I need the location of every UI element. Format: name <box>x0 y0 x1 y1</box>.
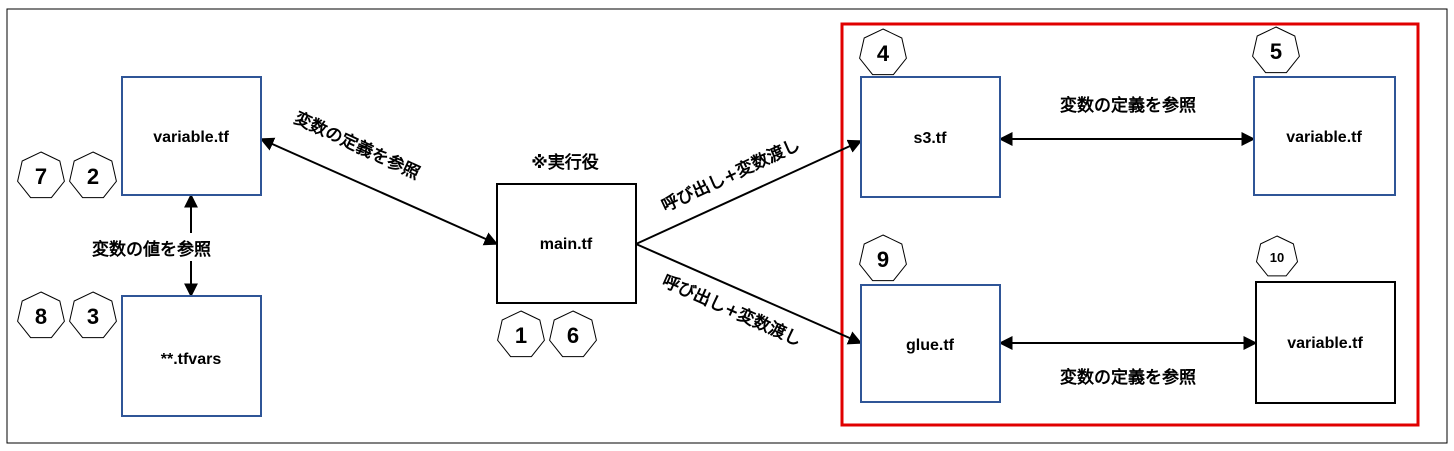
variable-box-left <box>121 76 262 196</box>
arrow-main-glue <box>635 243 863 345</box>
glue-box <box>860 284 1001 403</box>
main-box <box>496 183 637 304</box>
edge-label-variable-tfvars: 変数の値を参照 <box>92 239 211 260</box>
svg-text:9: 9 <box>877 247 889 272</box>
module-highlight-frame <box>840 22 1420 427</box>
svg-text:3: 3 <box>87 304 99 329</box>
variable-box-right-bottom <box>1255 281 1396 404</box>
step-badge-5: 5 <box>1252 26 1300 74</box>
step-badge-6: 6 <box>549 310 597 358</box>
svg-text:5: 5 <box>1270 39 1282 64</box>
step-badge-7: 7 <box>17 151 65 199</box>
arrow-main-s3 <box>635 139 863 245</box>
edge-label-bg-variable-tfvars <box>88 233 270 261</box>
svg-text:2: 2 <box>87 164 99 189</box>
step-badge-4: 4 <box>859 28 907 76</box>
step-badge-2: 2 <box>69 151 117 199</box>
edge-label-glue-variable: 変数の定義を参照 <box>1060 367 1196 388</box>
variable-box-right-bottom-label: variable.tf <box>1287 335 1363 352</box>
tfvars-box-label: **.tfvars <box>161 351 222 368</box>
step-badge-1: 1 <box>497 310 545 358</box>
svg-text:10: 10 <box>1270 250 1284 265</box>
svg-text:6: 6 <box>567 323 579 348</box>
svg-text:4: 4 <box>877 41 890 66</box>
svg-text:7: 7 <box>35 164 47 189</box>
edge-label-main-s3: 呼び出し+変数渡し <box>658 134 803 217</box>
outer-frame <box>6 8 1448 444</box>
edge-label-variable-main: 変数の定義を参照 <box>291 107 423 184</box>
variable-box-left-label: variable.tf <box>153 129 229 146</box>
executor-note: ※実行役 <box>531 152 599 173</box>
arrow-variable-main <box>259 137 499 246</box>
main-box-label: main.tf <box>540 236 593 253</box>
edge-label-s3-variable: 変数の定義を参照 <box>1060 95 1196 116</box>
svg-text:1: 1 <box>515 323 527 348</box>
s3-box-label: s3.tf <box>914 130 948 147</box>
tfvars-box <box>121 295 262 417</box>
glue-box-label: glue.tf <box>906 337 955 354</box>
step-badge-9: 9 <box>859 234 907 282</box>
svg-text:8: 8 <box>35 304 47 329</box>
s3-box <box>860 76 1001 198</box>
variable-box-right-top-label: variable.tf <box>1286 129 1362 146</box>
variable-box-right-top <box>1253 76 1396 196</box>
step-badge-8: 8 <box>17 291 65 339</box>
step-badge-10: 10 <box>1255 235 1299 277</box>
step-badge-3: 3 <box>69 291 117 339</box>
edge-label-main-glue: 呼び出し+変数渡し <box>659 270 805 350</box>
